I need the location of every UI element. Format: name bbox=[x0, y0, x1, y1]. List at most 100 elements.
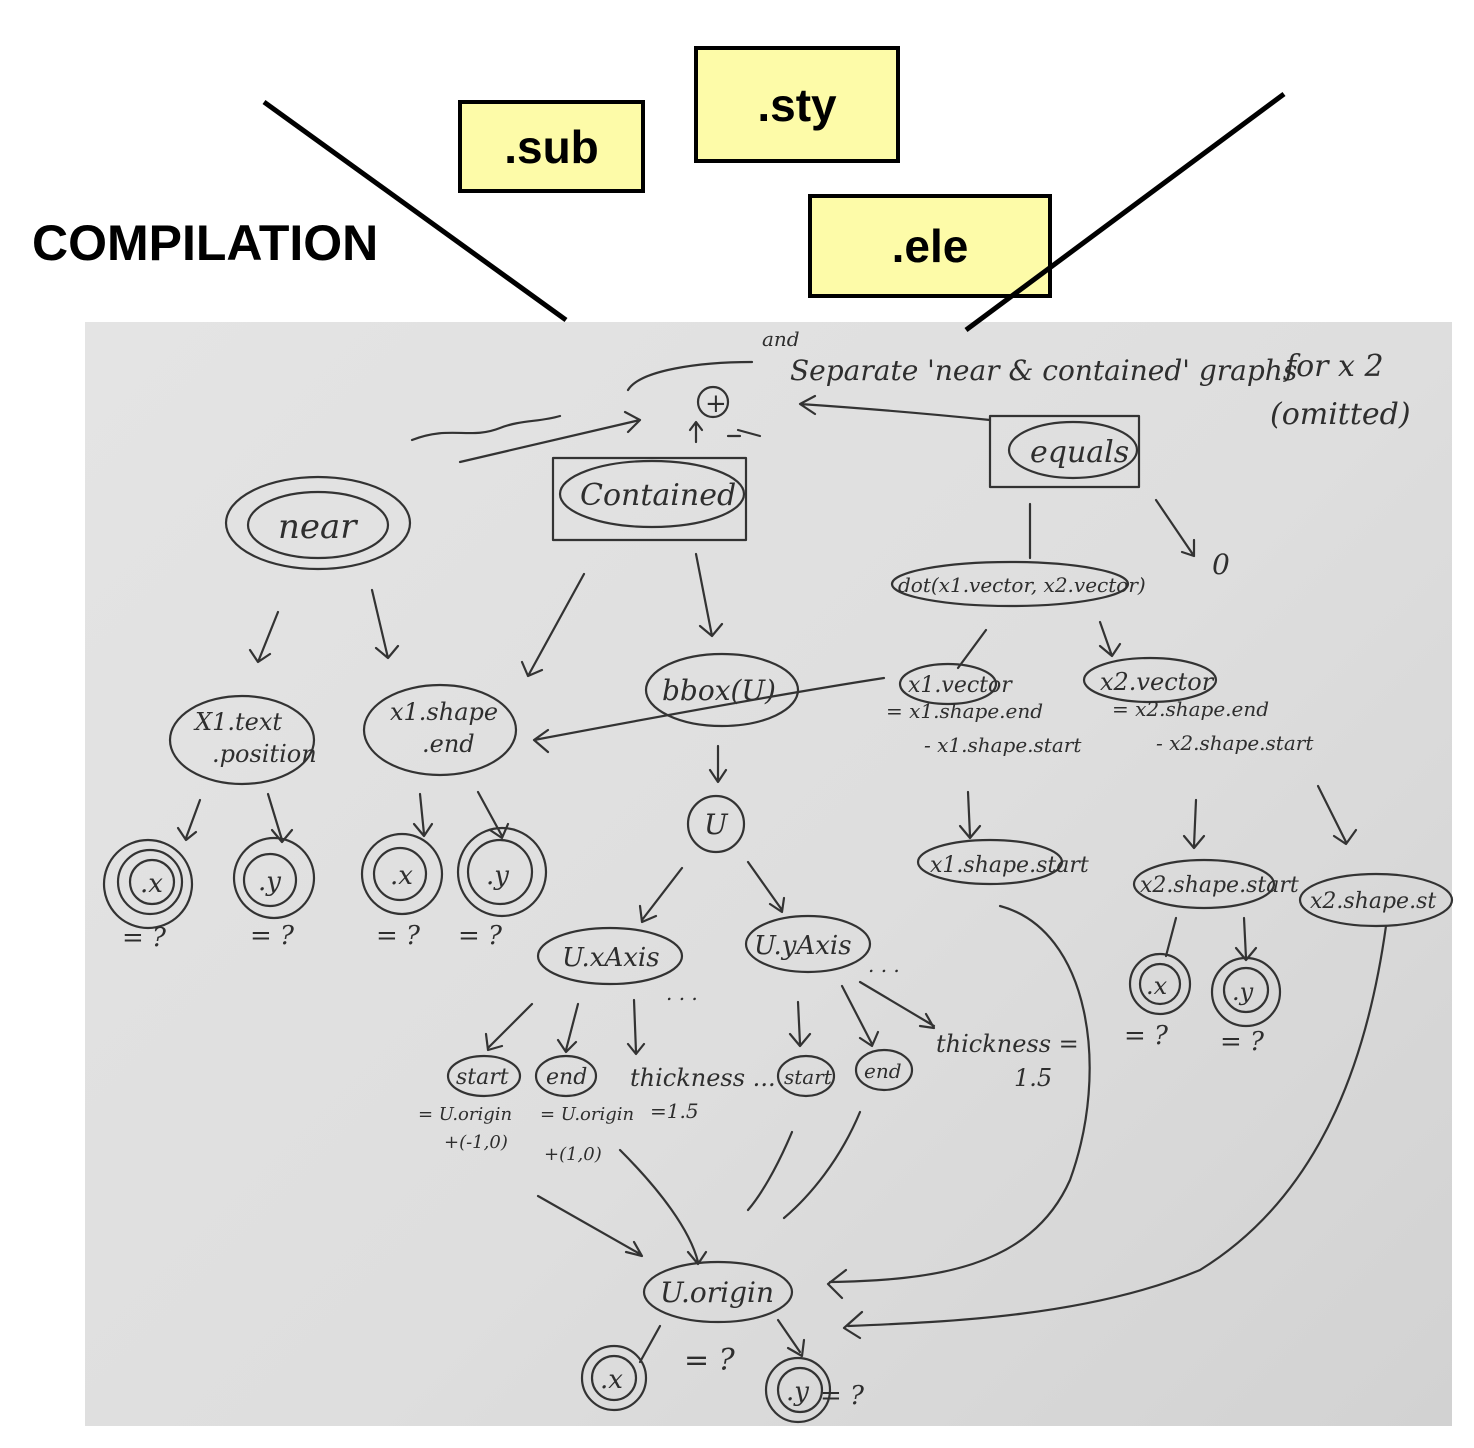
yaxis-to-thickness bbox=[858, 980, 936, 1030]
note-bracket bbox=[626, 360, 754, 392]
end-def-2: +(1,0) bbox=[544, 1144, 602, 1165]
x1-shape-end-label-1: x1.shape bbox=[390, 698, 498, 726]
x2-shape-start-node bbox=[1132, 858, 1276, 910]
leaf-x1shape-y: .y bbox=[456, 826, 548, 918]
leaf-origin-y-q: = ? bbox=[820, 1381, 865, 1411]
yaxis-start-node bbox=[776, 1054, 836, 1098]
x1text-to-y bbox=[266, 792, 294, 844]
leaf-x2start-y: .y bbox=[1210, 956, 1282, 1028]
x2-vector-def-2: - x2.shape.start bbox=[1156, 731, 1314, 755]
U-to-xaxis bbox=[638, 866, 684, 924]
dot-to-x2vector bbox=[1098, 620, 1122, 658]
contained-to-x1shape bbox=[520, 572, 586, 678]
bbox-node bbox=[644, 652, 800, 728]
arrow-contained-to-plus bbox=[688, 420, 704, 444]
compilation-title: COMPILATION bbox=[32, 215, 379, 271]
ele-file-tag: .ele bbox=[808, 194, 1052, 298]
plus-label: + bbox=[705, 389, 727, 419]
funnel-line-left bbox=[262, 99, 568, 323]
u-yaxis-label: U.yAxis bbox=[754, 931, 852, 961]
svg-text:.y: .y bbox=[486, 861, 509, 891]
xaxis-start-node bbox=[446, 1054, 522, 1098]
end-def-1: = U.origin bbox=[540, 1104, 634, 1125]
x1-text-label-2: .position bbox=[212, 740, 317, 768]
yaxis-to-end bbox=[840, 984, 880, 1048]
u-xaxis-label: U.xAxis bbox=[562, 943, 660, 973]
x1shape-to-y bbox=[476, 790, 510, 840]
start-def-1: = U.origin bbox=[418, 1104, 512, 1125]
yend-to-origin bbox=[782, 1110, 862, 1220]
contained-to-bbox bbox=[694, 552, 724, 638]
note-omitted: (omitted) bbox=[1270, 397, 1411, 432]
U-node bbox=[686, 794, 746, 854]
note-and: and bbox=[762, 327, 800, 351]
svg-text:.x: .x bbox=[140, 869, 163, 899]
x2start-to-y bbox=[1234, 916, 1258, 962]
funnel-line-right bbox=[964, 91, 1286, 333]
x2-vector-label: x2.vector bbox=[1100, 668, 1215, 696]
dot-ellipse bbox=[890, 560, 1130, 608]
x1text-to-x bbox=[176, 798, 202, 842]
equals-to-zero bbox=[1154, 498, 1196, 558]
contained-label: Contained bbox=[580, 478, 736, 513]
xaxis-to-start bbox=[484, 1002, 534, 1052]
x1shape-to-x bbox=[412, 792, 434, 838]
leaf-x2start-x-q: = ? bbox=[1124, 1021, 1169, 1051]
x1start-to-origin bbox=[826, 904, 1091, 1300]
start-def-2: +(-1,0) bbox=[444, 1132, 508, 1153]
leaf-x1shape-y-q: = ? bbox=[458, 921, 503, 951]
dot-to-x1vector bbox=[956, 628, 988, 670]
leaf-x1text-x-q: = ? bbox=[122, 923, 167, 953]
leaf-origin-y: .y bbox=[764, 1356, 832, 1424]
near-to-x1text bbox=[248, 610, 280, 664]
thickness-2: thickness = bbox=[936, 1030, 1079, 1058]
ystart-to-origin bbox=[746, 1130, 794, 1212]
sub-file-tag: .sub bbox=[458, 100, 645, 193]
x2-vector-node bbox=[1082, 656, 1218, 704]
leaf-x1shape-x-q: = ? bbox=[376, 921, 421, 951]
leaf-origin-x-q: = ? bbox=[684, 1343, 736, 1378]
bbox-to-x1shapeend bbox=[532, 676, 886, 754]
svg-text:.x: .x bbox=[600, 1365, 623, 1395]
plus-node bbox=[696, 385, 730, 419]
x2-vector-def-1: = x2.shape.end bbox=[1112, 697, 1269, 721]
xaxis-end-node bbox=[534, 1054, 598, 1098]
xaxis-end-label: end bbox=[546, 1065, 587, 1090]
yaxis-end-label: end bbox=[864, 1059, 902, 1083]
leaf-origin-x: .x bbox=[580, 1344, 648, 1412]
xaxis-to-end bbox=[556, 1002, 580, 1054]
x1-vector-def-2: - x1.shape.start bbox=[924, 733, 1082, 757]
x1-shape-end-node bbox=[362, 683, 518, 777]
note-for-x2: for x 2 bbox=[1283, 349, 1384, 384]
u-origin-node bbox=[642, 1260, 794, 1324]
u-xaxis-node bbox=[536, 926, 684, 986]
near-to-x1shape bbox=[370, 588, 400, 660]
near-ellipse-outer bbox=[224, 475, 412, 571]
yaxis-end-node bbox=[854, 1048, 914, 1092]
x1-vector-node bbox=[898, 662, 998, 706]
x1-text-label-1: X1.text bbox=[193, 708, 282, 736]
leaf-x1shape-x: .x bbox=[360, 832, 444, 916]
thickness-2-val: 1.5 bbox=[1014, 1064, 1052, 1092]
leaf-x1text-x: .x bbox=[102, 838, 194, 930]
x2start-to-x bbox=[1164, 916, 1178, 958]
x2st-to-origin bbox=[842, 924, 1388, 1340]
dot-label: dot(x1.vector, x2.vector) bbox=[898, 573, 1146, 597]
svg-text:.x: .x bbox=[1146, 972, 1168, 1000]
U-label: U bbox=[704, 808, 729, 841]
x1-text-position-node bbox=[168, 694, 316, 786]
x1-shape-end-label-2: .end bbox=[422, 730, 475, 758]
equals-box bbox=[988, 414, 1141, 489]
arrow-equals-to-plus bbox=[798, 394, 992, 422]
leaf-x1text-y-q: = ? bbox=[250, 921, 295, 951]
bbox-label: bbox(U) bbox=[662, 674, 776, 707]
x1-shape-start-label: x1.shape.start bbox=[930, 853, 1089, 878]
xaxis-start-label: start bbox=[456, 1065, 509, 1090]
start-to-origin bbox=[536, 1194, 644, 1258]
note-separate: Separate 'near & contained' graphs bbox=[790, 354, 1297, 387]
xaxis-to-thickness bbox=[626, 998, 646, 1056]
near-ellipse-inner bbox=[246, 490, 390, 560]
squiggle-arrow bbox=[410, 414, 562, 442]
origin-to-y bbox=[776, 1318, 806, 1358]
